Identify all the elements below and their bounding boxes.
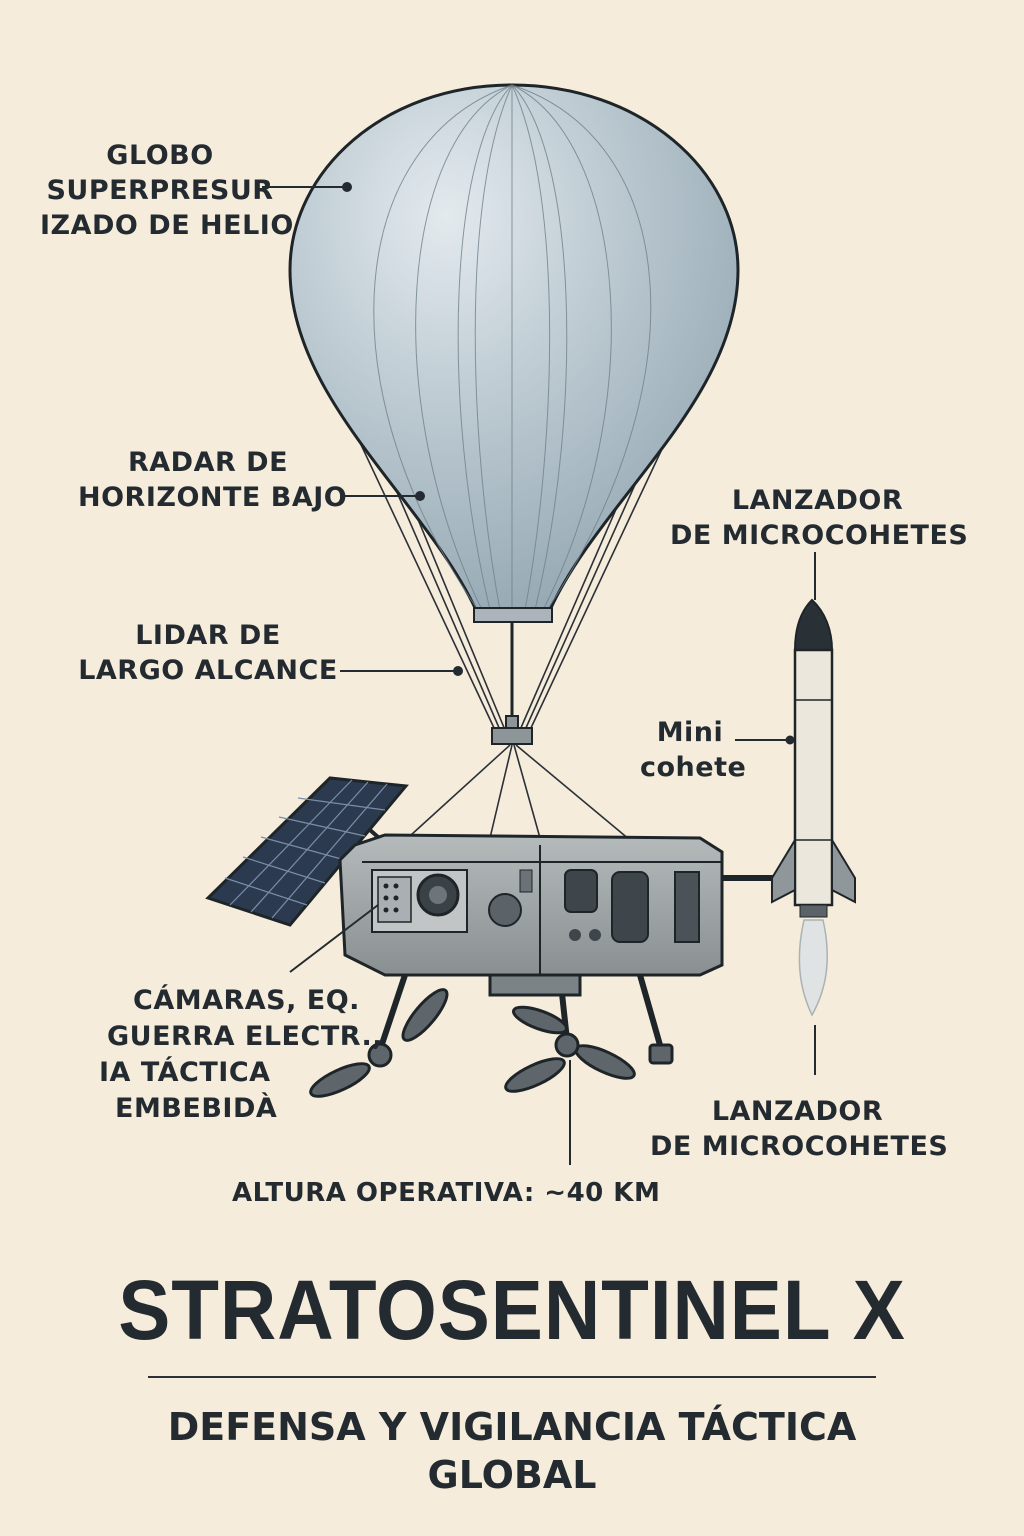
label-line: LIDAR DE	[135, 620, 281, 651]
label-lidar: LIDAR DE LARGO ALCANCE	[78, 618, 338, 688]
leader-lines	[262, 182, 816, 1165]
label-line: IZADO DE HELIO	[40, 210, 294, 241]
label-line: GLOBO	[106, 140, 214, 171]
label-radar: RADAR DE HORIZONTE BAJO	[78, 445, 348, 515]
label-line: RADAR DE	[127, 447, 289, 478]
landing-legs-propellers	[309, 973, 674, 1098]
label-line: LANZADOR	[711, 1096, 884, 1127]
solar-panel	[205, 776, 409, 927]
label-line: cohete	[640, 752, 747, 783]
label-line: DE MICROCOHETES	[670, 520, 969, 551]
label-line: HORIZONTE BAJO	[78, 482, 348, 513]
title-divider	[148, 1376, 876, 1378]
label-line: LANZADOR	[731, 485, 904, 516]
label-balloon: GLOBO SUPERPRESUR IZADO DE HELIO	[40, 138, 294, 243]
poster-subtitle: DEFENSA Y VIGILANCIA TÁCTICA GLOBAL	[0, 1403, 1024, 1499]
label-line: EMBEBIDÀ	[115, 1093, 278, 1124]
label-line: GUERRA ELECTR.,	[107, 1021, 384, 1052]
poster-title: STRATOSENTINEL X	[118, 1263, 906, 1357]
label-line: SUPERPRESUR	[46, 175, 274, 206]
label-launcher-top: LANZADOR DE MICROCOHETES	[670, 483, 969, 553]
label-line: Mini	[656, 717, 724, 748]
label-payload: CÁMARAS, EQ. GUERRA ELECTR., IA TÁCTICA …	[95, 983, 383, 1127]
label-line: LARGO ALCANCE	[78, 655, 338, 686]
helium-balloon	[288, 83, 740, 745]
subtitle-line: GLOBAL	[427, 1453, 597, 1497]
payload-module	[338, 833, 780, 977]
label-altitude: ALTURA OPERATIVA: ~40 KM	[232, 1178, 661, 1208]
mini-rocket	[771, 598, 856, 1017]
subtitle-line: DEFENSA Y VIGILANCIA TÁCTICA	[167, 1405, 857, 1449]
label-line: DE MICROCOHETES	[650, 1131, 949, 1162]
label-launcher-bottom: LANZADOR DE MICROCOHETES	[650, 1094, 949, 1164]
label-line: IA TÁCTICA	[99, 1057, 271, 1088]
label-mini-rocket: Mini cohete	[640, 715, 747, 785]
label-line: CÁMARAS, EQ.	[133, 985, 360, 1016]
